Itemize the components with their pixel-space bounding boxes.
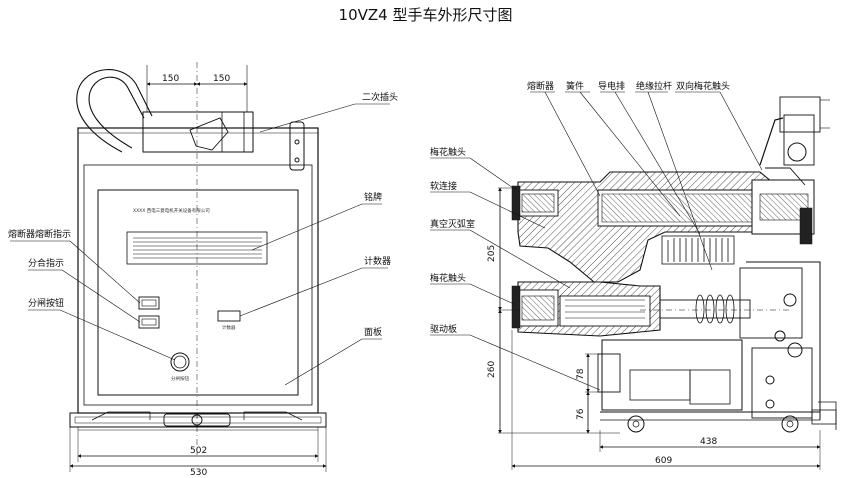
dim-76: 76 — [576, 408, 586, 420]
label-open-button: 分闸按钮 — [28, 297, 64, 309]
label-fuse-indicator: 熔断器熔断指示 — [8, 228, 71, 240]
label-spring-plate: 簧件 — [566, 80, 584, 92]
label-secondary-plug: 二次插头 — [362, 91, 398, 103]
counter-caption: 计数器 — [222, 324, 236, 331]
dim-260: 260 — [487, 361, 497, 378]
label-nameplate: 铭牌 — [364, 191, 382, 203]
dim-502: 502 — [190, 446, 207, 456]
dim-438: 438 — [700, 437, 717, 447]
front-view — [10, 62, 390, 472]
label-plum-contact-upper: 梅花触头 — [430, 146, 466, 158]
label-plum-contact-lower: 梅花触头 — [430, 272, 466, 284]
dim-205: 205 — [487, 245, 497, 262]
label-insulating-rod: 绝缘拉杆 — [636, 80, 672, 92]
dim-530: 530 — [190, 468, 207, 478]
panel-company-text: XXXX 西电三菱电机开关设备有限公司 — [133, 207, 210, 214]
label-fuse: 熔断器 — [527, 80, 554, 92]
drawing-title: 10VZ4 型手车外形尺寸图 — [338, 6, 513, 24]
dim-150-right: 150 — [213, 74, 230, 84]
label-drive-plate: 驱动板 — [430, 323, 457, 335]
label-soft-link: 软连接 — [430, 180, 457, 192]
dim-150-left: 150 — [162, 74, 179, 84]
label-counter: 计数器 — [364, 255, 391, 267]
label-vacuum-interrupter: 真空灭弧室 — [430, 218, 475, 230]
side-view — [430, 91, 837, 470]
button-caption: 分闸按钮 — [171, 375, 189, 382]
dim-609: 609 — [655, 456, 672, 466]
label-bidirectional-contact: 双向梅花触头 — [676, 80, 730, 92]
label-open-close-indicator: 分合指示 — [28, 257, 64, 269]
dim-78: 78 — [576, 368, 586, 380]
label-conductor: 导电排 — [598, 80, 625, 92]
label-panel: 面板 — [364, 326, 382, 338]
